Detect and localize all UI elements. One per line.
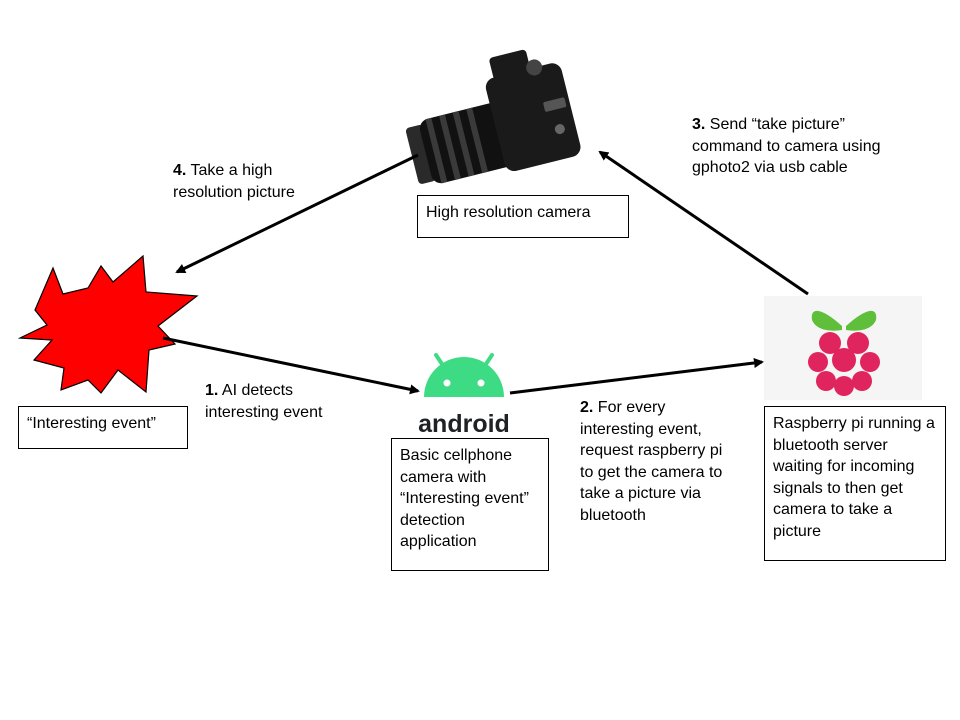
step-1-number: 1. <box>205 382 219 399</box>
step-1-label: 1. AI detects interesting event <box>205 380 355 423</box>
arrow-step-1 <box>162 336 420 395</box>
interesting-event-label: “Interesting event” <box>27 415 156 432</box>
step-4-text: Take a high resolution picture <box>173 162 295 201</box>
arrow-step-4 <box>175 153 419 274</box>
step-4-number: 4. <box>173 162 187 179</box>
step-1-text: AI detects interesting event <box>205 382 323 421</box>
step-2-number: 2. <box>580 399 594 416</box>
raspberry-pi-box: Raspberry pi running a bluetooth server … <box>764 406 946 561</box>
step-4-label: 4. Take a high resolution picture <box>173 160 333 203</box>
step-3-number: 3. <box>692 116 706 133</box>
android-wordmark: android <box>418 410 510 438</box>
interesting-event-box: “Interesting event” <box>18 406 188 449</box>
dslr-camera-icon <box>405 49 581 184</box>
camera-label: High resolution camera <box>426 204 591 221</box>
raspberry-pi-logo-icon <box>764 296 922 400</box>
step-3-text: Send “take picture” command to camera us… <box>692 116 881 177</box>
arrow-step-2 <box>509 358 764 395</box>
arrow-step-3 <box>598 150 809 296</box>
step-2-text: For every interesting event, request ras… <box>580 399 723 524</box>
high-resolution-camera-box: High resolution camera <box>417 195 629 238</box>
cellphone-label: Basic cellphone camera with “Interesting… <box>400 447 529 551</box>
burst-icon <box>17 254 199 394</box>
android-logo-icon: android <box>418 353 510 438</box>
cellphone-box: Basic cellphone camera with “Interesting… <box>391 438 549 571</box>
step-2-label: 2. For every interesting event, request … <box>580 397 740 527</box>
step-3-label: 3. Send “take picture” command to camera… <box>692 114 892 179</box>
raspberry-pi-label: Raspberry pi running a bluetooth server … <box>773 415 935 540</box>
